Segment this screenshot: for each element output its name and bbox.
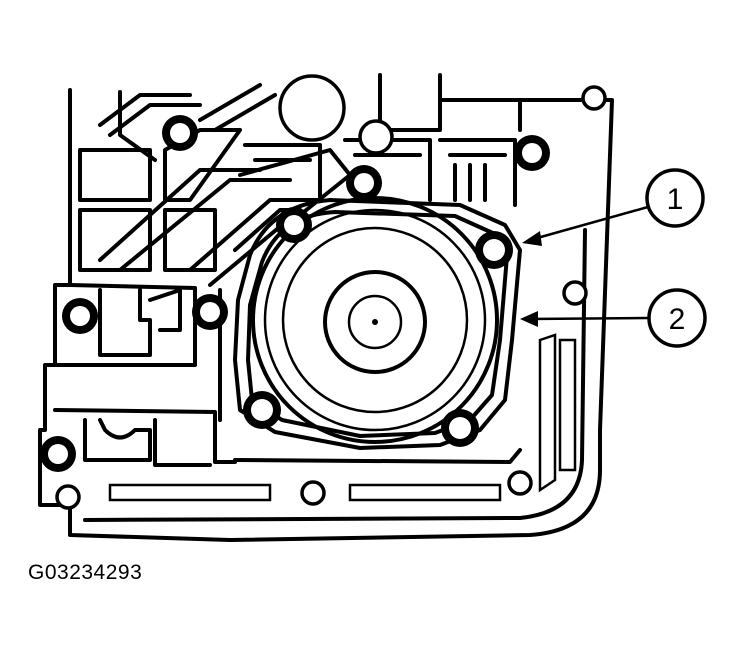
bolt-left [62, 298, 98, 334]
small-plug [358, 119, 394, 155]
cover-gasket-inner [246, 210, 509, 438]
bolt-cover-upper-left [276, 207, 312, 243]
callout-1-number: 1 [667, 183, 684, 216]
bolt-top-right [514, 135, 550, 171]
cover-gasket [233, 198, 522, 450]
housing-outline [38, 73, 614, 542]
callout-1: 1 [522, 168, 705, 246]
bolt-top-left [162, 115, 198, 151]
figure-id-label: G03234293 [28, 561, 143, 584]
lower-channels [83, 288, 577, 502]
bolt-bottom-left [40, 436, 76, 472]
pump-cover [251, 196, 499, 444]
round-plug [278, 74, 346, 142]
callout-2: 2 [520, 288, 707, 348]
bolt-cover-lower-left [243, 391, 281, 429]
bolt-top-center [346, 165, 382, 201]
mounting-holes [55, 85, 607, 510]
bolts [40, 115, 550, 472]
bolt-center-left [192, 294, 228, 330]
callout-2-number: 2 [669, 303, 686, 336]
bolt-cover-upper-right [475, 231, 513, 269]
bolt-cover-lower-right [441, 409, 479, 447]
